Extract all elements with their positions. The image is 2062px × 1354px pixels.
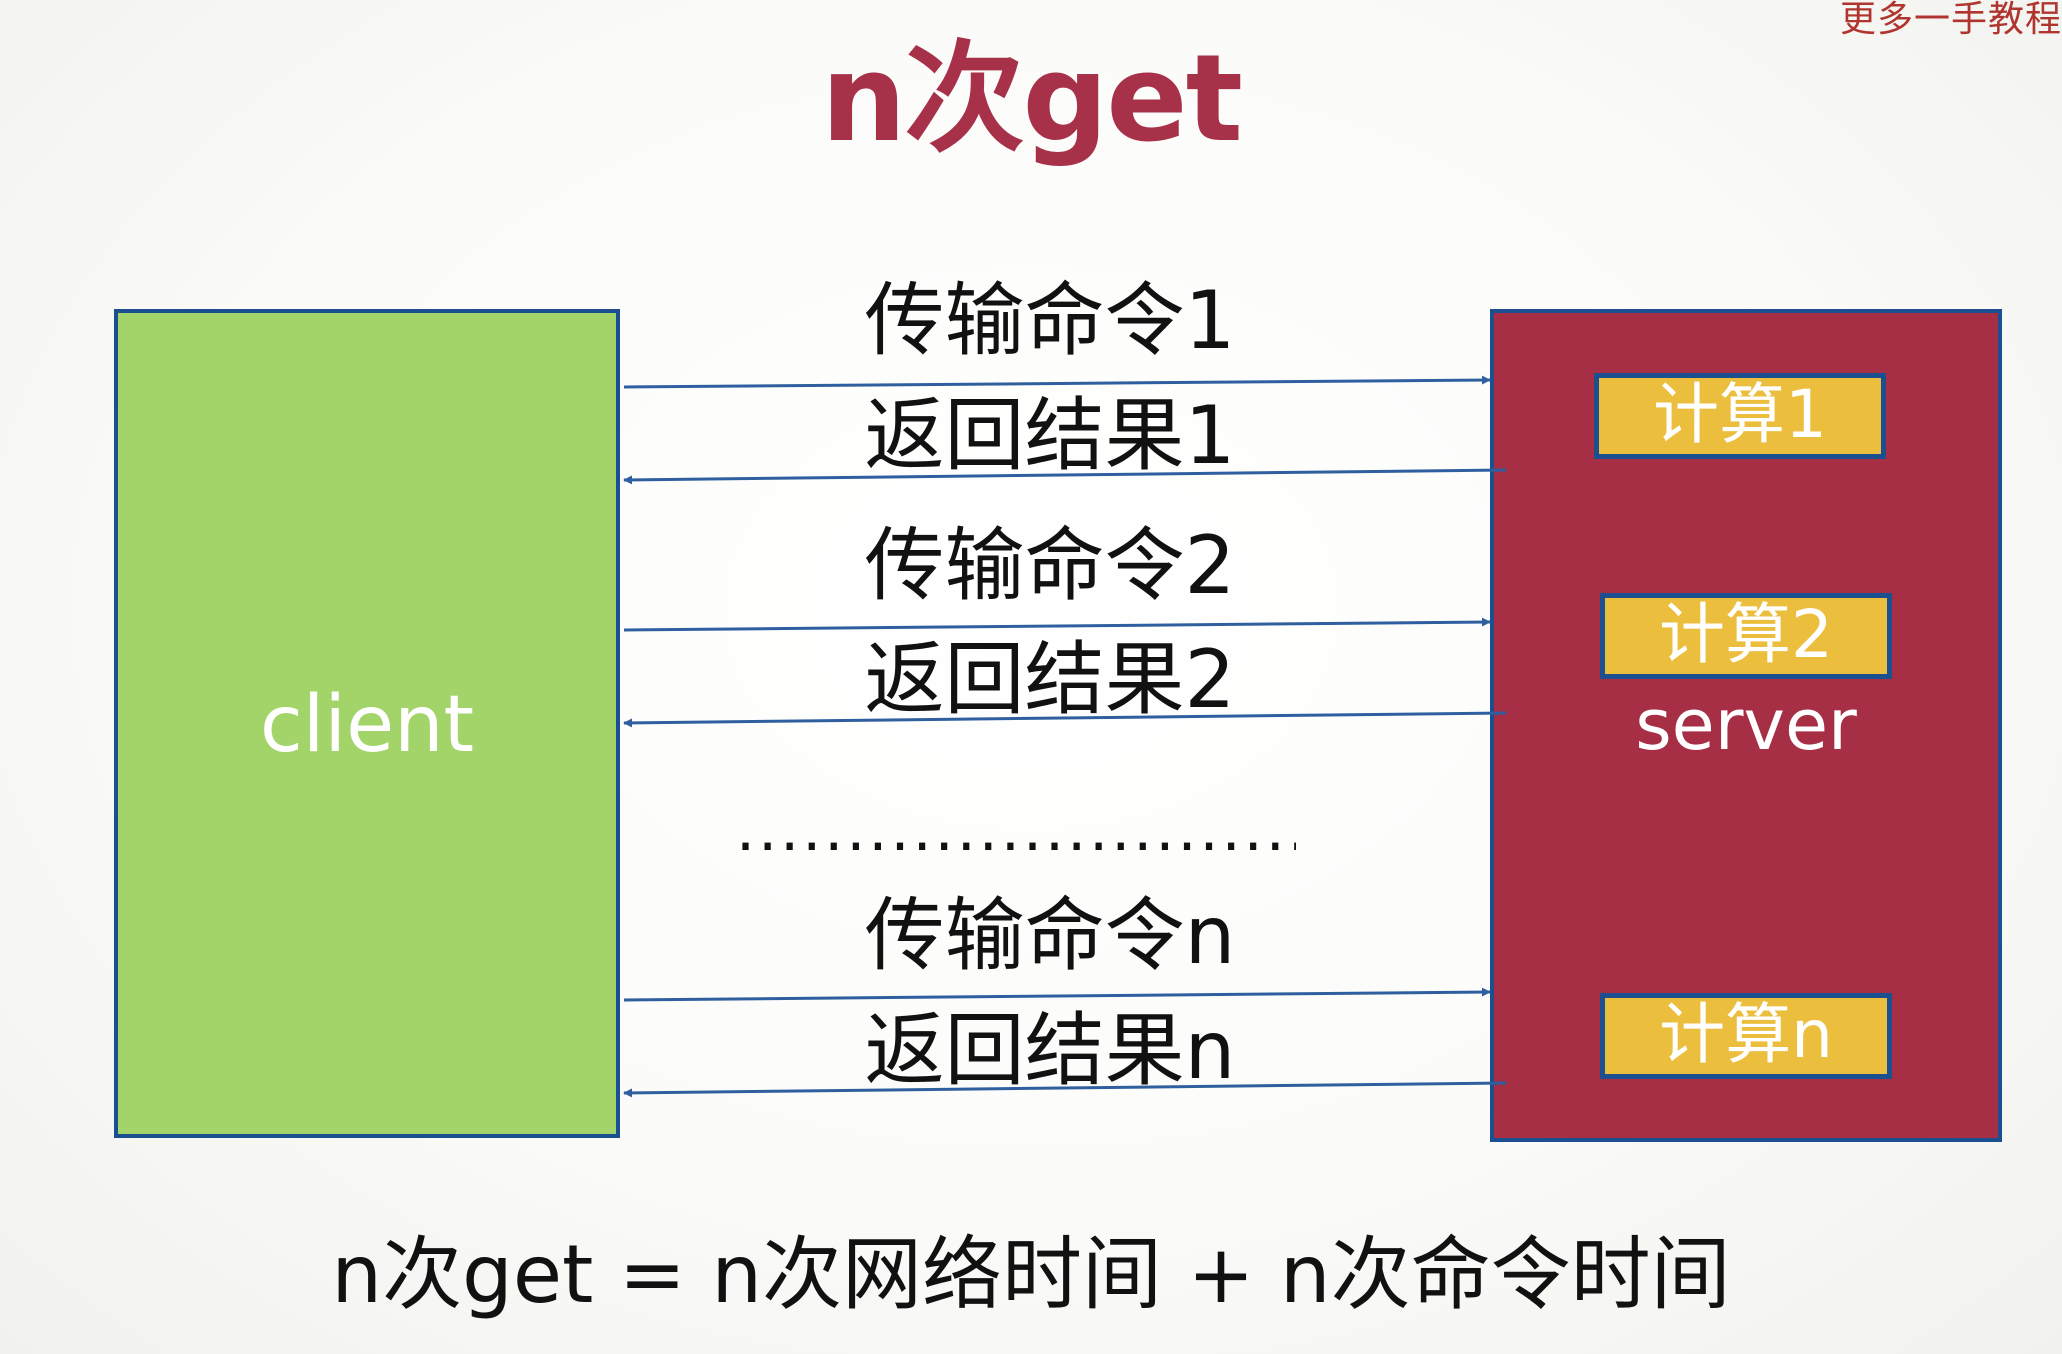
send-arrow-2	[623, 617, 1491, 632]
return-arrow-2	[623, 711, 1507, 728]
send-label-2: 传输命令2	[864, 519, 1236, 612]
compute-box-2: 计算2	[1600, 593, 1892, 679]
formula: n次get = n次网络时间 + n次命令时间	[331, 1228, 1731, 1321]
watermark: 更多一手教程	[1839, 0, 2062, 40]
ellipsis: ...........................	[736, 795, 1296, 865]
return-arrow-n	[623, 1081, 1507, 1098]
return-label-2: 返回结果2	[864, 633, 1236, 726]
return-label-1: 返回结果1	[864, 389, 1236, 482]
slide-title: n次get	[820, 30, 1243, 169]
send-arrow-1	[623, 375, 1491, 389]
client-box	[114, 309, 620, 1138]
client-label: client	[259, 680, 475, 770]
compute-box-1: 计算1	[1594, 373, 1886, 459]
return-label-n: 返回结果n	[864, 1004, 1236, 1097]
server-label: server	[1635, 684, 1857, 766]
compute-box-n: 计算n	[1600, 993, 1892, 1079]
return-arrow-1	[623, 468, 1507, 485]
send-arrow-n	[623, 987, 1491, 1002]
send-label-n: 传输命令n	[864, 889, 1236, 982]
send-label-1: 传输命令1	[864, 274, 1236, 367]
